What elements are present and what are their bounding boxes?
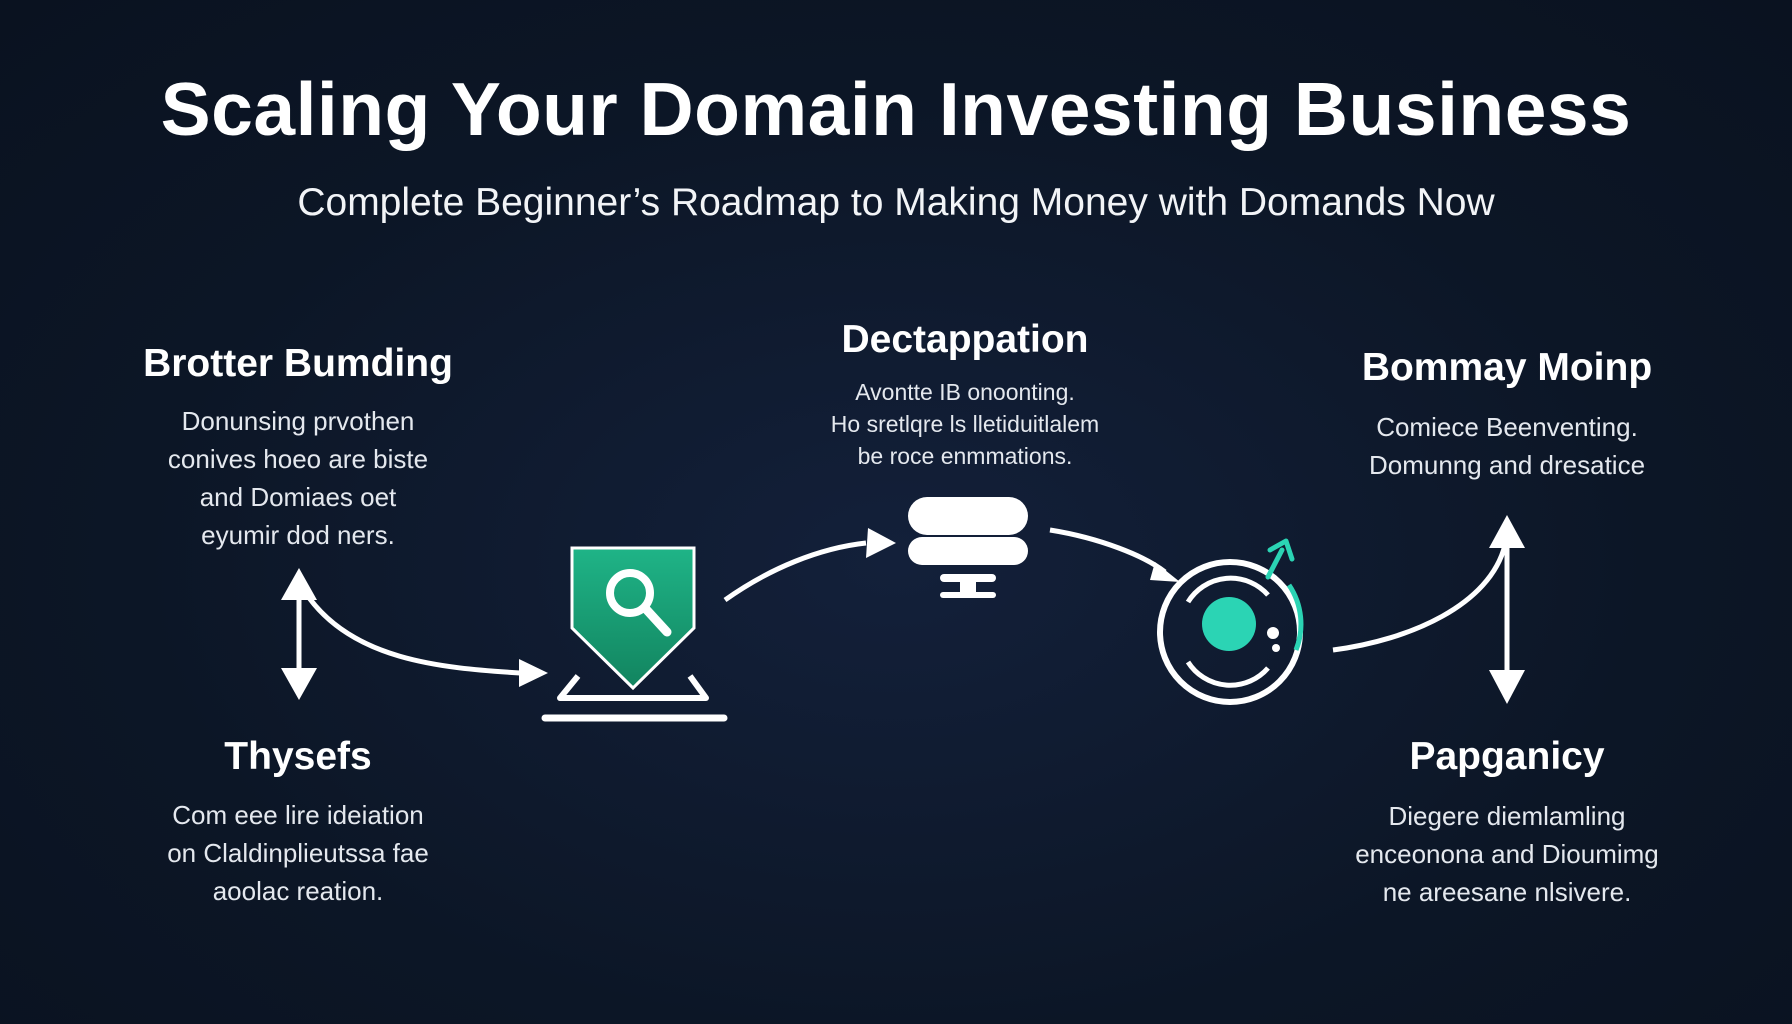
node-body-line: Avontte IB onoonting.	[855, 379, 1075, 405]
target-orbit-icon	[1157, 538, 1304, 705]
node-body-bottom-left: Com eee lire ideiation on Claldinplieuts…	[96, 796, 500, 910]
node-body-top-right: Comiece Beenventing. Domunng and dresati…	[1302, 408, 1712, 484]
node-body-center: Avontte IB onoonting. Ho sretlqre ls lle…	[765, 376, 1165, 472]
page-subtitle: Complete Beginner’s Roadmap to Making Mo…	[297, 181, 1495, 224]
page-title: Scaling Your Domain Investing Business	[160, 67, 1632, 151]
database-icon	[908, 497, 1028, 598]
node-body-line: and Domiaes oet	[199, 482, 397, 512]
node-body-line: eyumir dod ners.	[201, 520, 395, 550]
search-shield-icon	[541, 546, 728, 722]
left-double-arrow	[281, 568, 317, 700]
node-heading-top-right: Bommay Moinp	[1361, 346, 1653, 389]
node-body-top-left: Donunsing prvothen conives hoeo are bist…	[96, 402, 500, 554]
node-body-bottom-right: Diegere diemlamling enceonona and Dioumi…	[1302, 797, 1712, 911]
node-body-line: Diegere diemlamling	[1388, 801, 1626, 831]
node-heading-bottom-right: Papganicy	[1409, 735, 1605, 778]
node-body-line: Ho sretlqre ls lletiduitlalem	[830, 411, 1100, 437]
right-double-arrow	[1489, 515, 1525, 704]
node-body-line: Domunng and dresatice	[1368, 450, 1646, 480]
node-heading-top-left: Brotter Bumding	[143, 342, 453, 385]
node-body-line: conives hoeo are biste	[167, 444, 429, 474]
connector-search-to-database	[723, 540, 867, 603]
connector-left-to-search	[302, 590, 521, 676]
arrowhead-database-to-target	[1150, 562, 1180, 582]
node-body-line: be roce enmmations.	[857, 443, 1073, 469]
node-body-line: enceonona and Dioumimg	[1355, 839, 1659, 869]
node-body-line: Com eee lire ideiation	[172, 800, 424, 830]
connector-target-to-right	[1332, 544, 1508, 653]
node-body-line: aoolac reation.	[212, 876, 384, 906]
node-body-line: Comiece Beenventing.	[1376, 412, 1638, 442]
connector-database-to-target	[1049, 527, 1167, 574]
node-body-line: Donunsing prvothen	[181, 406, 415, 436]
node-heading-bottom-left: Thysefs	[224, 735, 372, 778]
arrowhead-search-to-database	[866, 528, 896, 558]
arrowhead-left-to-search	[519, 659, 548, 687]
node-body-line: ne areesane nlsivere.	[1382, 877, 1632, 907]
node-body-line: on Claldinplieutssa fae	[167, 838, 429, 868]
node-heading-center: Dectappation	[841, 318, 1089, 361]
